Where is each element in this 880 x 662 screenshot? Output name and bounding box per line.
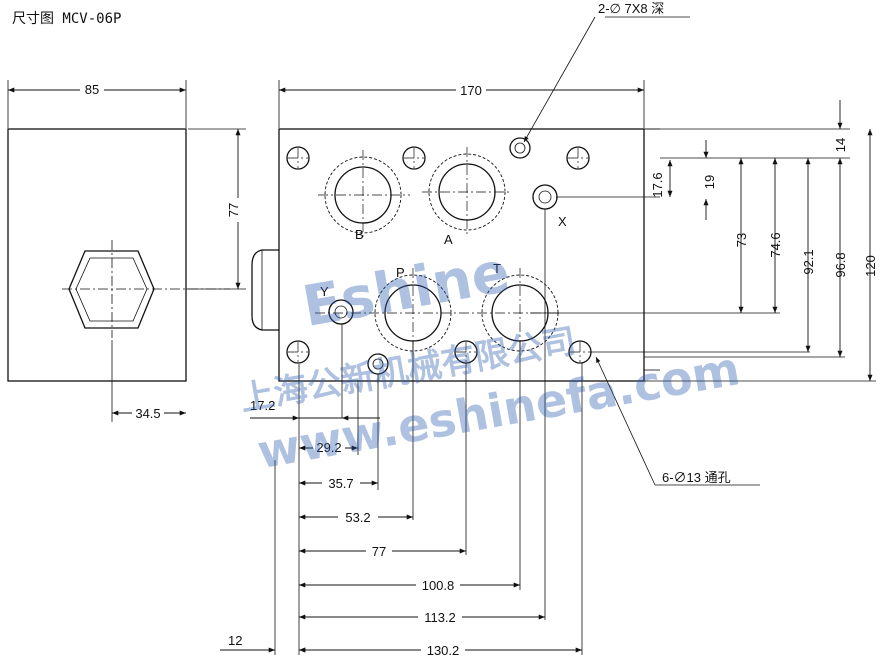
dim-14: 14 [833, 138, 848, 152]
dim-35-7: 35.7 [328, 476, 353, 491]
side-fitting [251, 249, 279, 331]
dim-73: 73 [734, 233, 749, 247]
dim-120: 120 [863, 255, 878, 277]
dim-12: 12 [228, 633, 242, 648]
dim-77: 77 [226, 203, 241, 217]
side-view-body [7, 128, 187, 382]
watermark: Eshine 上海公新机械有限公司 www.eshinefa.com [237, 240, 744, 479]
dim-17-6: 17.6 [650, 172, 665, 197]
mounting-holes [286, 146, 592, 364]
dim-130-2: 130.2 [427, 643, 460, 658]
dim-92-1: 92.1 [801, 249, 816, 274]
watermark-brand: Eshine [298, 240, 515, 340]
dim-74-6: 74.6 [768, 232, 783, 257]
dim-77-bottom: 77 [372, 544, 386, 559]
dim-113-2: 113.2 [424, 610, 456, 625]
dim-29-2: 29.2 [316, 440, 341, 455]
dim-85: 85 [85, 82, 99, 97]
hex-nut [68, 250, 155, 329]
dim-53-2: 53.2 [345, 510, 370, 525]
port-label-x: X [558, 214, 567, 229]
drill-hole-small [509, 137, 531, 159]
port-y [328, 299, 354, 325]
dim-34-5: 34.5 [135, 406, 160, 421]
drawing-title: 尺寸图 MCV-06P [12, 11, 122, 27]
port-label-y: Y [320, 284, 329, 299]
port-label-b: B [355, 227, 364, 242]
hex-nut-inner [75, 257, 148, 322]
port-label-a: A [444, 232, 453, 247]
dim-170: 170 [460, 83, 482, 98]
front-view [220, 16, 876, 655]
callout-drill-small: 2-∅ 7X8 深 [598, 1, 664, 16]
dim-96-8: 96.8 [833, 252, 848, 277]
port-label-t: T [493, 261, 501, 276]
dim-19: 19 [702, 175, 717, 189]
port-x [532, 184, 558, 210]
port-label-p: P [396, 265, 405, 280]
side-view [7, 80, 246, 422]
dim-100-8: 100.8 [422, 578, 455, 593]
front-view-body [278, 128, 645, 382]
dim-17-2: 17.2 [250, 398, 275, 413]
callout-drill-through: 6-∅13 通孔 [662, 470, 731, 485]
